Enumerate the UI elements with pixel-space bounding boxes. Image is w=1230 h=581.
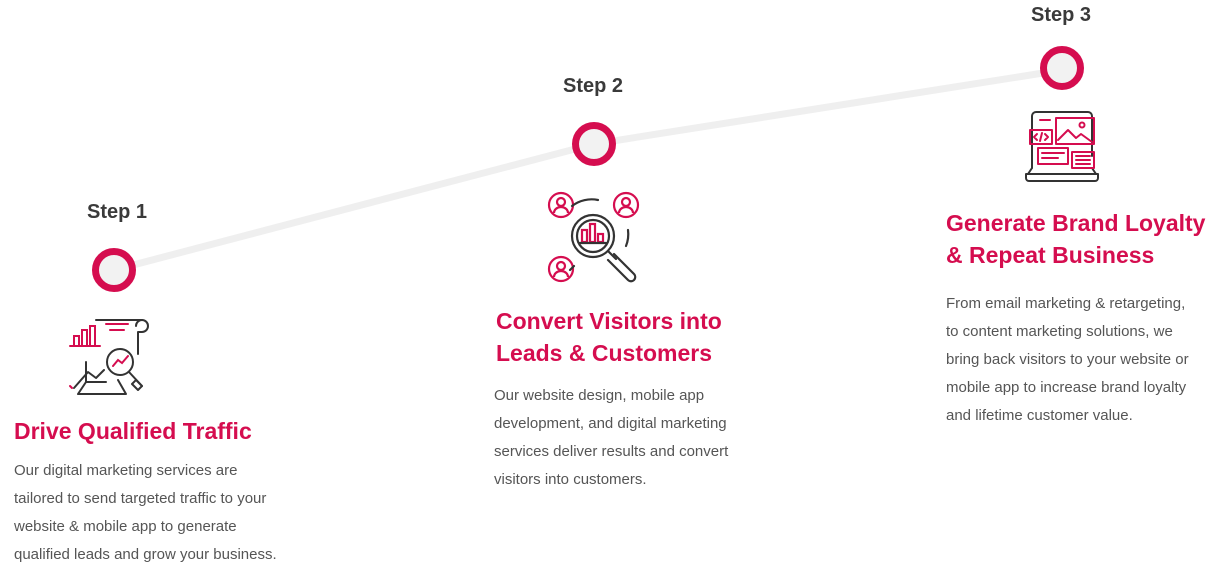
step-2-desc-line: services deliver results and convert [494, 443, 729, 460]
analytics-chart-magnifier-icon [69, 319, 149, 395]
step-3-heading: Generate Brand Loyalty & Repeat Business [946, 207, 1205, 271]
step-1-description: Our digital marketing services are tailo… [14, 457, 277, 569]
step-1-heading-line1: Drive Qualified Traffic [14, 418, 252, 444]
step-2-heading: Convert Visitors into Leads & Customers [496, 305, 722, 369]
step-3-desc-line: to content marketing solutions, we [946, 323, 1173, 340]
step-2-marker [572, 122, 616, 166]
step-1-desc-line: Our digital marketing services are [14, 462, 238, 479]
step-1-desc-line: website & mobile app to generate [14, 518, 237, 535]
users-search-chart-icon [547, 191, 640, 283]
step-3-heading-line2: & Repeat Business [946, 242, 1155, 268]
step-3-desc-line: mobile app to increase brand loyalty [946, 379, 1187, 396]
step-3-desc-line: From email marketing & retargeting, [946, 295, 1186, 312]
step-3-desc-line: and lifetime customer value. [946, 407, 1133, 424]
step-3-desc-line: bring back visitors to your website or [946, 351, 1189, 368]
step-1-desc-line: qualified leads and grow your business. [14, 546, 277, 563]
step-2-heading-line1: Convert Visitors into [496, 308, 722, 334]
step-1-marker [92, 248, 136, 292]
step-3-heading-line1: Generate Brand Loyalty [946, 210, 1206, 236]
step-3-description: From email marketing & retargeting, to c… [946, 290, 1189, 430]
step-1-heading: Drive Qualified Traffic [14, 415, 252, 447]
step-2-label: Step 2 [563, 75, 624, 97]
step-2-desc-line: development, and digital marketing [494, 415, 727, 432]
step-1-label: Step 1 [87, 201, 148, 223]
laptop-web-design-icon [1025, 111, 1099, 182]
step-2-desc-line: visitors into customers. [494, 471, 647, 488]
step-3-label: Step 3 [1031, 4, 1092, 26]
step-2-heading-line2: Leads & Customers [496, 340, 713, 366]
step-2-description: Our website design, mobile app developme… [494, 382, 728, 494]
step-2-desc-line: Our website design, mobile app [494, 387, 705, 404]
step-3-marker [1040, 46, 1084, 90]
step-1-desc-line: tailored to send targeted traffic to you… [14, 490, 267, 507]
